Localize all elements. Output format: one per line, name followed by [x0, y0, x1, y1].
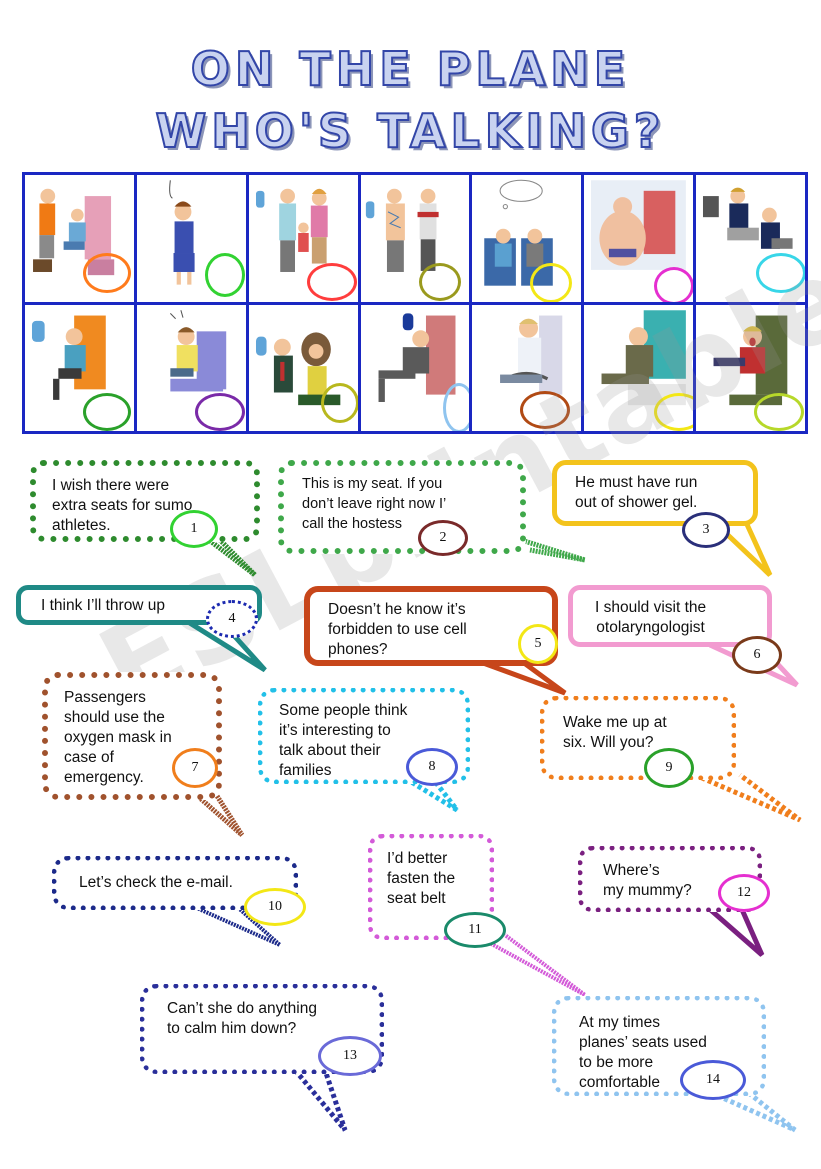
answer-circle[interactable]	[306, 263, 357, 301]
nervous-man-picture	[136, 304, 246, 431]
bubble-tail	[474, 657, 567, 696]
bubble-text: This is my seat. If you don’t leave righ…	[302, 476, 447, 532]
answer-circle[interactable]	[418, 263, 461, 301]
number-circle-1[interactable]: 1	[170, 510, 218, 548]
businessman-laptop-picture	[696, 175, 805, 302]
answer-circle[interactable]	[194, 392, 245, 431]
number-circle-10[interactable]: 10	[244, 888, 306, 926]
answer-circle[interactable]	[83, 392, 131, 431]
bubble-text: Let’s check the e-mail.	[79, 874, 233, 891]
title-line-1: ON THE PLANE	[190, 41, 631, 97]
number-circle-4[interactable]: 4	[206, 600, 258, 638]
answer-circle[interactable]	[530, 263, 573, 302]
number-circle-8[interactable]: 8	[406, 748, 458, 786]
number-circle-3[interactable]: 3	[682, 512, 730, 548]
speech-bubble-7: Passengers should use the oxygen mask in…	[42, 672, 222, 800]
answer-circle[interactable]	[320, 382, 358, 423]
bubble-text: I should visit the otolaryngologist	[595, 599, 707, 636]
number-circle-7[interactable]: 7	[172, 748, 218, 788]
number-circle-6[interactable]: 6	[732, 636, 782, 674]
bubble-text: Can’t she do anything to calm him down?	[167, 1000, 317, 1037]
speech-bubble-8: Some people think it’s interesting to ta…	[258, 688, 470, 784]
bubble-text: Passengers should use the oxygen mask in…	[64, 689, 172, 786]
bubble-text: Where’s my mummy?	[603, 862, 692, 899]
thinking-passengers-picture	[472, 175, 582, 302]
answer-circle[interactable]	[654, 392, 694, 431]
bubble-tail	[703, 1087, 797, 1133]
sumo-wrestler-picture	[584, 175, 694, 302]
bubble-tail	[203, 535, 257, 577]
family-standing-picture	[248, 175, 358, 302]
number-circle-14[interactable]: 14	[680, 1060, 746, 1100]
bubble-text: Some people think it’s interesting to ta…	[279, 702, 408, 779]
sleeping-man-picture	[360, 304, 470, 431]
speech-bubble-3: He must have run out of shower gel.	[552, 460, 758, 526]
man-window-seat-picture	[25, 304, 134, 431]
speech-bubble-6: I should visit the otolaryngologist	[568, 585, 772, 647]
bubble-tail	[694, 772, 802, 823]
bubble-tail	[703, 903, 765, 957]
speech-bubble-13: Can’t she do anything to calm him down?	[140, 984, 384, 1074]
old-man-seat-picture	[584, 304, 694, 431]
answer-circle[interactable]	[654, 267, 694, 302]
number-circle-9[interactable]: 9	[644, 748, 694, 788]
bubble-tail	[293, 1068, 348, 1132]
stewardess-serving-picture	[25, 175, 134, 302]
bubble-text: I’d better fasten the seat belt	[387, 850, 456, 907]
answer-circle[interactable]	[83, 253, 131, 293]
bubble-text: Doesn’t he know it’s forbidden to use ce…	[328, 601, 467, 658]
answer-circle[interactable]	[442, 382, 470, 431]
speech-bubble-1: I wish there were extra seats for sumo a…	[30, 460, 260, 542]
answer-circle[interactable]	[204, 253, 245, 297]
number-circle-5[interactable]: 5	[518, 624, 558, 664]
answer-circle[interactable]	[756, 253, 805, 293]
hairy-couple-picture	[248, 304, 358, 431]
speech-bubble-9: Wake me up at six. Will you?	[540, 696, 736, 780]
bubble-text: I wish there were extra seats for sumo a…	[52, 477, 193, 534]
number-circle-13[interactable]: 13	[318, 1036, 382, 1076]
scared-passenger-picture	[696, 304, 805, 431]
answer-circle[interactable]	[520, 390, 571, 429]
tattoo-man-picture	[360, 175, 470, 302]
bubble-text: At my times planes’ seats used to be mor…	[579, 1014, 707, 1091]
seatbelt-man-picture	[472, 304, 582, 431]
number-circle-12[interactable]: 12	[718, 874, 770, 912]
picture-grid	[22, 172, 808, 434]
bubble-text: Wake me up at six. Will you?	[563, 714, 667, 751]
bubble-text: I think I’ll throw up	[41, 597, 166, 614]
bubble-text: He must have run out of shower gel.	[575, 474, 698, 511]
number-circle-2[interactable]: 2	[418, 520, 468, 556]
title-line-2: WHO'S TALKING?	[155, 103, 666, 159]
speech-bubble-5: Doesn’t he know it’s forbidden to use ce…	[304, 586, 558, 666]
stewardess-phone-picture	[136, 175, 246, 302]
bubble-tail	[474, 933, 587, 997]
answer-circle[interactable]	[754, 392, 805, 431]
number-circle-11[interactable]: 11	[444, 912, 506, 948]
speech-bubble-2: This is my seat. If you don’t leave righ…	[278, 460, 526, 554]
